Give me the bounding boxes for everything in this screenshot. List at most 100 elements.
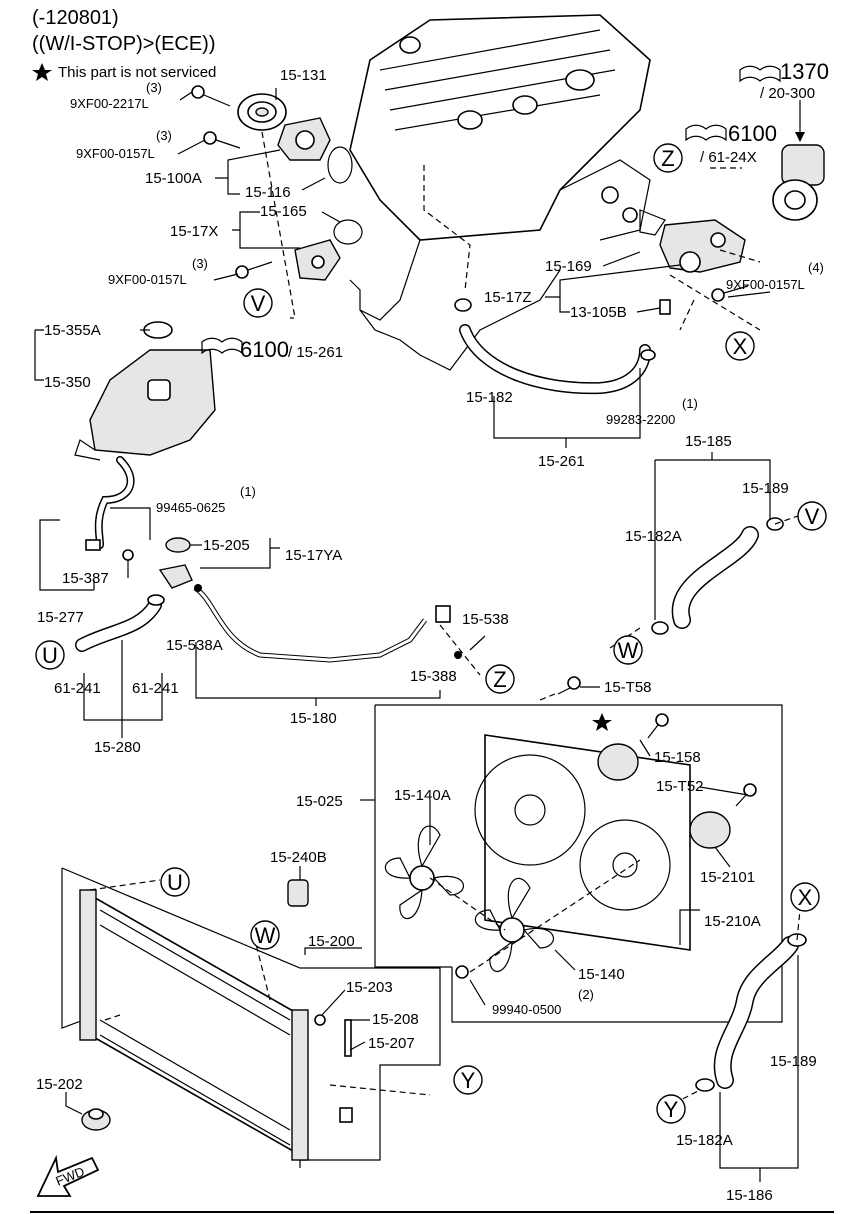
ref-61-24x: / 61-24X (700, 149, 757, 166)
svg-text:X: X (798, 885, 813, 910)
clamp-99283-2200 (640, 349, 656, 361)
label-15-277: 15-277 (37, 609, 84, 626)
label-15-207: 15-207 (368, 1035, 415, 1052)
callout-z-mid: Z (485, 664, 515, 694)
svg-text:Z: Z (661, 146, 674, 171)
water-pump-gasket (327, 146, 353, 184)
svg-text:Y: Y (664, 1097, 679, 1122)
fwd-label: FWD (54, 1164, 87, 1189)
bolt-15-t58 (557, 676, 581, 695)
label-15-100a: 15-100A (145, 170, 202, 187)
callout-y-radiator: Y (453, 1065, 483, 1095)
label-9xf00-0157l-c: 9XF00-0157L (726, 277, 805, 292)
star-icon (592, 713, 612, 731)
label-15-205: 15-205 (203, 537, 250, 554)
callout-w-right: W (613, 635, 643, 665)
label-15-t52: 15-T52 (656, 778, 704, 795)
nut-15-538a (194, 584, 202, 592)
fan-blade-15-140 (474, 877, 554, 972)
label-15-208: 15-208 (372, 1011, 419, 1028)
svg-text:X: X (733, 334, 748, 359)
bolt-9xf00-0157l-b (235, 261, 273, 279)
label-qty-1-b: (1) (240, 484, 256, 499)
label-15-355a: 15-355A (44, 322, 101, 339)
ref-6100-a: 6100 (728, 121, 777, 146)
thermostat-housing-15-17x (294, 239, 341, 281)
drain-plug-15-202 (81, 1108, 111, 1131)
label-15-17x: 15-17X (170, 223, 218, 240)
fitting-15-205 (165, 537, 191, 553)
callout-y-hose: Y (656, 1094, 686, 1124)
callout-x-lower: X (790, 882, 820, 912)
book-reference-icon (739, 65, 781, 83)
bolt-9xf00-0157l-a (203, 131, 241, 149)
hose-15-280 (76, 599, 161, 651)
label-15-350: 15-350 (44, 374, 91, 391)
label-9xf00-0157l-a: 9XF00-0157L (76, 146, 155, 161)
fan-blade-15-140a (384, 825, 464, 920)
clamp-61-241 (147, 594, 165, 606)
fan-shroud-15-210a (474, 734, 691, 951)
header-condition: ((W/I-STOP)>(ECE)) (32, 33, 216, 55)
clip-15-387 (85, 539, 101, 551)
pipe-15-180 (194, 586, 427, 662)
label-61-241-a: 61-241 (54, 680, 101, 697)
label-99465-0625: 99465-0625 (156, 500, 225, 515)
hose-15-261 (460, 325, 650, 393)
label-15-180: 15-180 (290, 710, 337, 727)
clamp-15-182a-lower (695, 1078, 715, 1092)
svg-text:Y: Y (461, 1068, 476, 1093)
label-15-538a: 15-538A (166, 637, 223, 654)
svg-text:Z: Z (493, 667, 506, 692)
coolant-reservoir (74, 321, 216, 461)
thermostat-housing-15-17z (659, 219, 746, 273)
label-15-189-b: 15-189 (770, 1053, 817, 1070)
water-pump (277, 117, 331, 161)
callout-v-top: V (243, 288, 273, 318)
fitting-15-17ya (158, 564, 193, 589)
label-15-17ya: 15-17YA (285, 547, 342, 564)
nut-99940-0500 (455, 965, 469, 979)
clamp-15-388 (435, 605, 451, 623)
label-qty-3-a: (3) (146, 80, 162, 95)
label-15-17z: 15-17Z (484, 289, 532, 306)
thermostat-gasket (333, 219, 363, 245)
label-9xf00-2217l: 9XF00-2217L (70, 96, 149, 111)
label-15-116: 15-116 (245, 184, 291, 201)
label-qty-2: (2) (578, 987, 594, 1002)
label-15-182a-b: 15-182A (676, 1132, 733, 1149)
callout-x-top: X (725, 331, 755, 361)
radiator-15-200 (79, 889, 309, 1161)
label-15-538: 15-538 (462, 611, 509, 628)
star-icon (32, 63, 52, 81)
label-15-280: 15-280 (94, 739, 141, 756)
label-qty-3-b: (3) (156, 128, 172, 143)
egr-valve (772, 144, 825, 221)
callout-u-radiator: U (160, 867, 190, 897)
hose-15-186 (715, 937, 798, 1088)
label-15-186: 15-186 (726, 1187, 773, 1204)
label-15-182a-a: 15-182A (625, 528, 682, 545)
svg-text:U: U (42, 643, 58, 668)
clip-15-207 (339, 1107, 353, 1123)
label-15-189-a: 15-189 (742, 480, 789, 497)
label-15-202: 15-202 (36, 1076, 83, 1093)
label-15-182: 15-182 (466, 389, 513, 406)
label-15-t58: 15-T58 (604, 679, 652, 696)
callout-w-radiator: W (250, 920, 280, 950)
cap-15-240b (287, 879, 309, 907)
bolt-9xf00-2217l (191, 85, 231, 107)
callout-v-right: V (797, 501, 827, 531)
label-15-165: 15-165 (260, 203, 307, 220)
svg-text:U: U (167, 870, 183, 895)
gasket-15-169 (639, 209, 666, 236)
label-15-158: 15-158 (654, 749, 701, 766)
fan-motor-15-2101 (689, 811, 731, 849)
label-99940-0500: 99940-0500 (492, 1002, 561, 1017)
label-15-2101: 15-2101 (700, 869, 755, 886)
stud-13-105b (659, 299, 671, 315)
label-61-241-b: 61-241 (132, 680, 179, 697)
callout-u-left: U (35, 640, 65, 670)
label-15-200: 15-200 (308, 933, 355, 950)
